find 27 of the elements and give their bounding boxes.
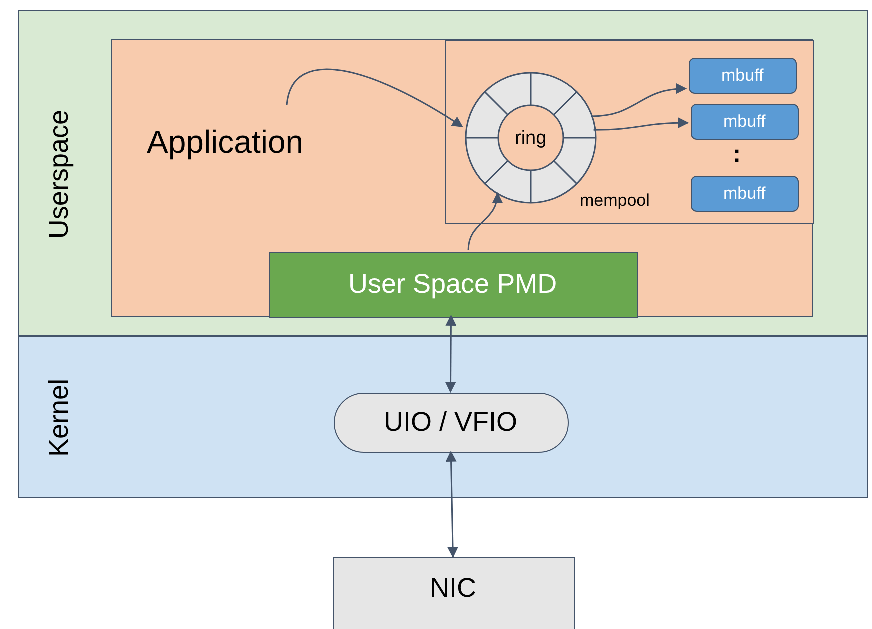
band-label: Kernel: [46, 379, 72, 458]
process-box: [689, 58, 797, 94]
node-label: mbuff: [724, 113, 766, 130]
arrow: [594, 118, 690, 131]
node-label: ring: [515, 128, 547, 148]
arrow: [446, 450, 458, 558]
node-label: UIO / VFIO: [384, 409, 518, 436]
process-box: [691, 104, 799, 140]
node-label: User Space PMD: [348, 271, 558, 298]
process-box: [333, 557, 575, 629]
band-label: Userspace: [46, 110, 72, 239]
node-label: NIC: [430, 575, 476, 602]
node-label: mempool: [580, 192, 650, 209]
ellipsis-label: :: [733, 143, 741, 167]
arrow: [445, 314, 457, 394]
process-box: [691, 176, 799, 212]
layer-band: [18, 10, 868, 336]
arrow: [468, 192, 502, 250]
arrow: [286, 68, 464, 128]
node-label: Application: [147, 126, 304, 158]
container-box: [445, 40, 814, 224]
process-box: [269, 252, 638, 318]
layer-band: [18, 336, 868, 498]
node-label: mbuff: [722, 67, 764, 84]
node-label: mbuff: [724, 185, 766, 202]
container-box: [111, 39, 813, 317]
arrow: [591, 84, 688, 118]
